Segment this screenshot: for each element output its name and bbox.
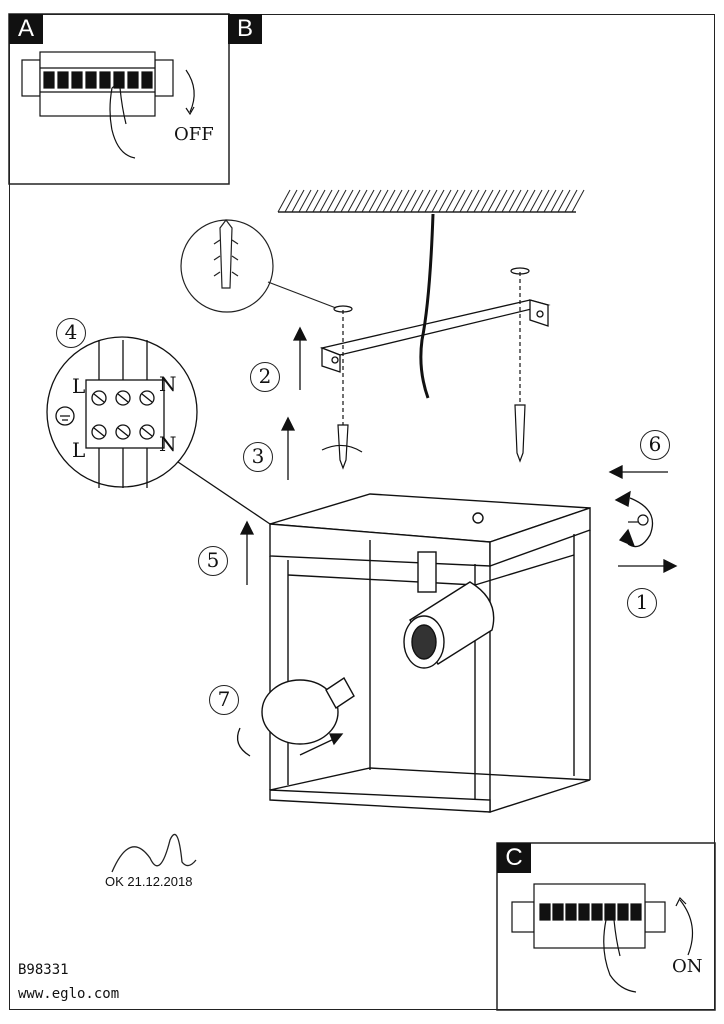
- ceiling-hatch-line: [403, 189, 417, 213]
- terminal-label-n-bottom: N: [159, 432, 177, 456]
- ceiling-hatch-line: [515, 189, 529, 213]
- status-off: OFF: [174, 124, 214, 145]
- status-on: ON: [672, 956, 703, 977]
- step-2: 2: [250, 362, 280, 392]
- ceiling-hatch-line: [480, 189, 494, 213]
- ceiling-hatch-line: [368, 189, 382, 213]
- diagram-frame: [9, 14, 715, 1010]
- screws: [321, 267, 530, 470]
- model-number: B98331: [18, 962, 69, 978]
- ceiling-hatch-line: [473, 189, 487, 213]
- ceiling-hatch-line: [410, 189, 424, 213]
- approval-text: OK 21.12.2018: [105, 874, 193, 889]
- terminal-label-l-top: L: [72, 374, 86, 398]
- wall-plug-detail: [180, 219, 337, 313]
- light-bulb: [261, 676, 355, 745]
- ceiling-hatch-line: [312, 189, 326, 213]
- ceiling-hatch-line: [564, 189, 578, 213]
- ceiling-hatch-line: [438, 189, 452, 213]
- breaker-panel-c: [511, 883, 694, 993]
- ceiling-hatch-line: [508, 189, 522, 213]
- panel-letter-b: B: [228, 14, 262, 44]
- breaker-switches-a: [43, 71, 153, 89]
- ceiling-hatch-line: [466, 189, 480, 213]
- terminal-label-l-bottom: L: [72, 438, 86, 462]
- step-3: 3: [243, 442, 273, 472]
- ceiling-hatch-line: [445, 189, 459, 213]
- ceiling-hatch-line: [326, 189, 340, 213]
- ceiling-hatch-line: [550, 189, 564, 213]
- ceiling-hatch-line: [459, 189, 473, 213]
- mounting-bracket: [319, 299, 551, 373]
- ceiling-hatch-line: [487, 189, 501, 213]
- ceiling-hatch-line: [340, 189, 354, 213]
- step-6: 6: [640, 430, 670, 460]
- panel-c-box: [496, 842, 716, 1011]
- direction-arrows: [236, 326, 678, 757]
- step-7: 7: [209, 685, 239, 715]
- step-4: 4: [56, 318, 86, 348]
- ceiling-hatch-line: [305, 189, 319, 213]
- ceiling-hatch-line: [347, 189, 361, 213]
- ceiling-hatch-line: [284, 189, 298, 213]
- step-1: 1: [627, 588, 657, 618]
- terminal-label-n-top: N: [159, 372, 177, 396]
- rotate-arrow-a: [185, 69, 195, 113]
- ceiling-hatch-line: [452, 189, 466, 213]
- breaker-panel-a: [21, 51, 195, 159]
- ceiling-hatch-line: [501, 189, 515, 213]
- spotlight: [403, 551, 495, 669]
- ceiling-hatch-line: [557, 189, 571, 213]
- ceiling-hatch-line: [354, 189, 368, 213]
- signature: [111, 833, 197, 873]
- ceiling-hatch-line: [389, 189, 403, 213]
- ceiling-hatch-line: [522, 189, 536, 213]
- ceiling-hatch-line: [396, 189, 410, 213]
- ceiling-hatch-line: [571, 189, 585, 213]
- ceiling-hatch-line: [543, 189, 557, 213]
- ceiling-hatch-line: [298, 189, 312, 213]
- canopy-screw: [628, 514, 649, 526]
- panel-letter-c: C: [497, 843, 531, 873]
- ceiling-hatch-line: [319, 189, 333, 213]
- ceiling-hatch-line: [382, 189, 396, 213]
- ceiling-hatch-line: [494, 189, 508, 213]
- ceiling-hatch-line: [424, 189, 438, 213]
- ceiling-hatch-line: [529, 189, 543, 213]
- ceiling-hatch-line: [536, 189, 550, 213]
- rotate-arrow-c: [679, 899, 694, 956]
- ceiling-hatch-line: [375, 189, 389, 213]
- ceiling: [277, 189, 585, 213]
- terminal-block-detail: [46, 336, 271, 525]
- power-cable: [419, 213, 435, 399]
- ceiling-hatch-line: [431, 189, 445, 213]
- panel-a-box: [8, 13, 230, 185]
- step-5: 5: [198, 546, 228, 576]
- panel-letter-a: A: [9, 14, 43, 44]
- ceiling-hatch-line: [333, 189, 347, 213]
- ceiling-hatch-line: [277, 189, 291, 213]
- ceiling-hatch-line: [361, 189, 375, 213]
- ceiling-hatch-line: [291, 189, 305, 213]
- ceiling-hatch-line: [417, 189, 431, 213]
- website-url: www.eglo.com: [18, 986, 120, 1002]
